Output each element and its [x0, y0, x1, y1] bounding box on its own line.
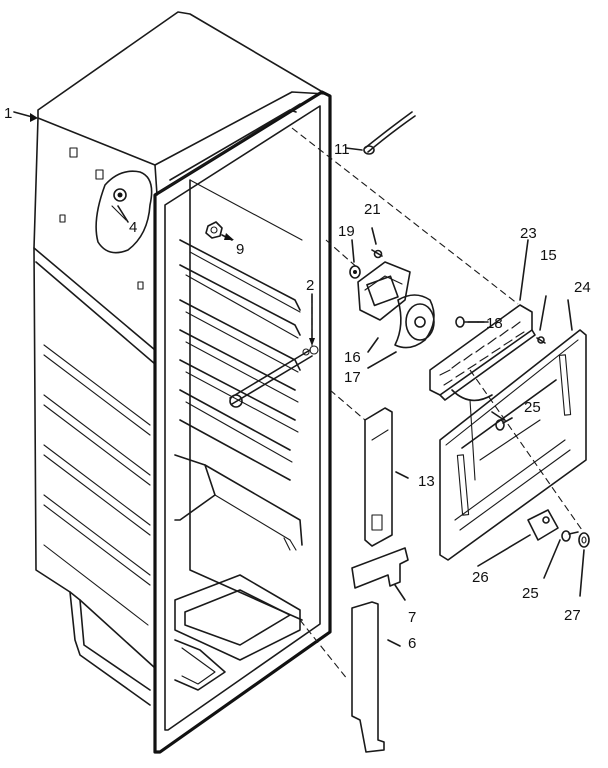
callout-13: 13 — [418, 473, 435, 490]
callout-4: 4 — [129, 219, 137, 236]
callout-15: 15 — [540, 247, 557, 264]
callout-26: 26 — [472, 569, 489, 586]
callout-18: 18 — [486, 315, 503, 332]
callout-11: 11 — [334, 141, 350, 158]
insulation-part-13 — [364, 407, 409, 547]
damper-rod-part-2 — [229, 293, 319, 408]
callout-7: 7 — [408, 609, 416, 626]
callout-2: 2 — [306, 277, 314, 294]
nut-part-9 — [205, 221, 234, 241]
callout-25-upper: 25 — [524, 399, 541, 416]
grille-part-23 — [429, 304, 546, 402]
wire-part-11 — [363, 111, 416, 155]
callout-1: 1 — [4, 105, 12, 122]
callout-19: 19 — [338, 223, 355, 240]
cabinet-shell — [33, 11, 327, 706]
callout-23: 23 — [520, 225, 537, 242]
panel-part-6 — [351, 601, 401, 753]
rear-cover-part-24 — [439, 329, 590, 561]
callout-6: 6 — [408, 635, 416, 652]
callout-25-lower: 25 — [522, 585, 539, 602]
callout-labels: 1 4 9 2 11 21 19 16 17 18 23 15 24 25 13… — [4, 105, 591, 652]
front-flange — [153, 90, 332, 754]
callout-27: 27 — [564, 607, 581, 624]
callout-16: 16 — [344, 349, 361, 366]
assembly-guide-lines — [291, 127, 583, 681]
bracket-part-7 — [351, 547, 409, 601]
callout-9: 9 — [236, 241, 244, 258]
callout-leaders — [13, 111, 585, 597]
fan-motor-assembly — [349, 227, 435, 369]
callout-17: 17 — [344, 369, 361, 386]
callout-21: 21 — [364, 201, 381, 218]
callout-24: 24 — [574, 279, 591, 296]
